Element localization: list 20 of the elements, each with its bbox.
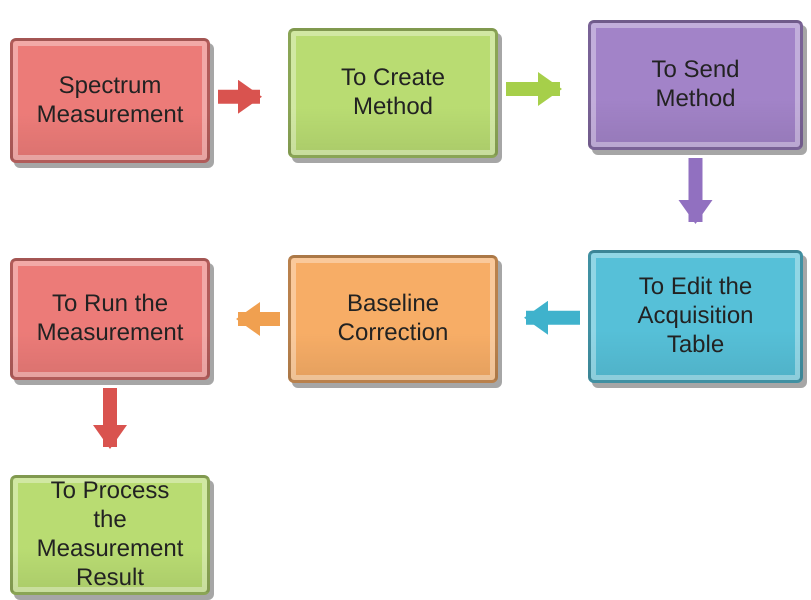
block-arrow: [678, 158, 712, 224]
process-box: [288, 28, 498, 158]
process-box: [10, 258, 210, 380]
block-arrow: [218, 80, 262, 114]
process-box: [288, 255, 498, 383]
step-label: Baseline Correction: [336, 290, 450, 348]
block-arrow: [236, 302, 280, 336]
step-label: To Process the Measurement Result: [36, 477, 184, 593]
step-label: To Run the Measurement: [36, 290, 184, 348]
step-label: To Edit the Acquisition Table: [636, 273, 755, 360]
step-label: To Send Method: [650, 56, 741, 114]
process-box: [10, 475, 210, 595]
block-arrow: [93, 388, 127, 449]
step-label: To Create Method: [340, 64, 446, 122]
block-arrow: [506, 72, 562, 106]
block-arrow: [524, 300, 580, 335]
process-box: [10, 38, 210, 163]
process-box: [588, 250, 803, 383]
step-label: Spectrum Measurement: [36, 72, 184, 130]
process-box: [588, 20, 803, 150]
